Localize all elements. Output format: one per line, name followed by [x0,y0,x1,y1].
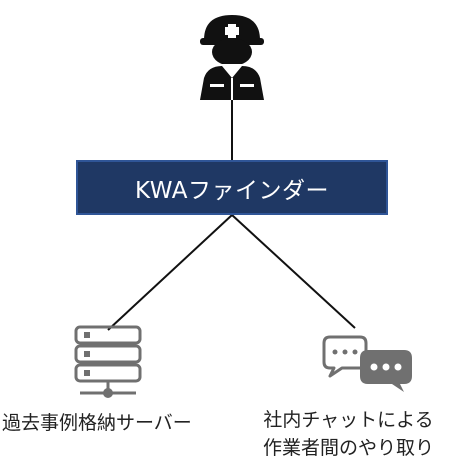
connector-finder-to-chat [231,214,356,329]
chat-caption-line2: 作業者間のやり取り [263,437,435,459]
construction-worker-icon [200,15,264,100]
server-icon [74,325,142,398]
kwa-finder-box: KWAファインダー [76,160,388,215]
chat-bubbles-icon [322,335,412,392]
server-caption: 過去事例格納サーバー [2,412,192,434]
chat-caption-line1: 社内チャットによる [263,409,434,431]
chat-caption: 社内チャットによる 作業者間のやり取り [263,406,434,462]
connector-finder-to-server [107,214,233,331]
kwa-finder-label: KWAファインダー [135,177,329,204]
